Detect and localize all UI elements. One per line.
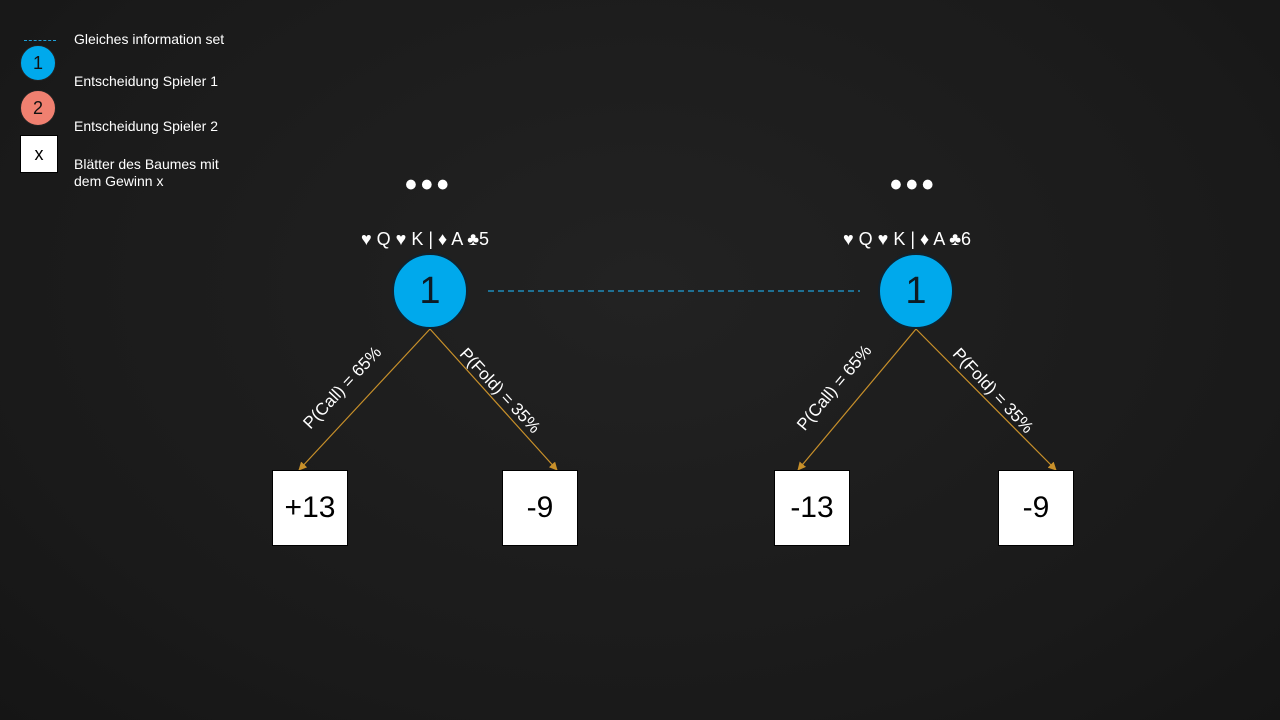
ellipsis-right: ••• (890, 166, 938, 204)
decision-node-right-label: 1 (905, 269, 927, 312)
edge-fold-right (915, 328, 1057, 471)
legend-player2-label: Entscheidung Spieler 2 (74, 118, 218, 134)
leaf-fold-right-value: -9 (1022, 491, 1050, 524)
edge-call-right (797, 328, 917, 471)
leaf-call-left-value: +13 (284, 491, 336, 524)
legend-leaf-symbol: x (34, 143, 44, 164)
legend-player1-label: Entscheidung Spieler 1 (74, 73, 218, 89)
hand-right: ♥ Q ♥ K | ♦ A ♣6 (842, 229, 972, 249)
edge-fold-left (429, 328, 558, 471)
player1-circle-icon: 1 (20, 45, 56, 81)
legend-player2-symbol: 2 (32, 97, 43, 118)
decision-node-left: 1 (392, 253, 468, 329)
dashed-line-icon (24, 40, 56, 41)
decision-node-right: 1 (878, 253, 954, 329)
leaf-fold-left-value: -9 (526, 491, 554, 524)
ellipsis-left: ••• (405, 166, 453, 204)
player2-circle-icon: 2 (20, 90, 56, 126)
hand-left: ♥ Q ♥ K | ♦ A ♣5 (360, 229, 490, 249)
legend-info-set-label: Gleiches information set (74, 31, 225, 47)
leaf-call-left: +13 (272, 470, 348, 546)
leaf-fold-right: -9 (998, 470, 1074, 546)
legend-player1-symbol: 1 (32, 52, 43, 73)
edge-call-left (298, 328, 431, 471)
leaf-call-right-value: -13 (790, 491, 834, 524)
legend-leaf-label: Blätter des Baumes mit dem Gewinn x (74, 156, 219, 190)
decision-node-left-label: 1 (419, 269, 441, 312)
legend-leaf-label-line2: dem Gewinn x (74, 173, 164, 189)
leaf-square-icon: x (20, 135, 58, 173)
leaf-call-right: -13 (774, 470, 850, 546)
legend-leaf-label-line1: Blätter des Baumes mit (74, 156, 219, 172)
leaf-fold-left: -9 (502, 470, 578, 546)
